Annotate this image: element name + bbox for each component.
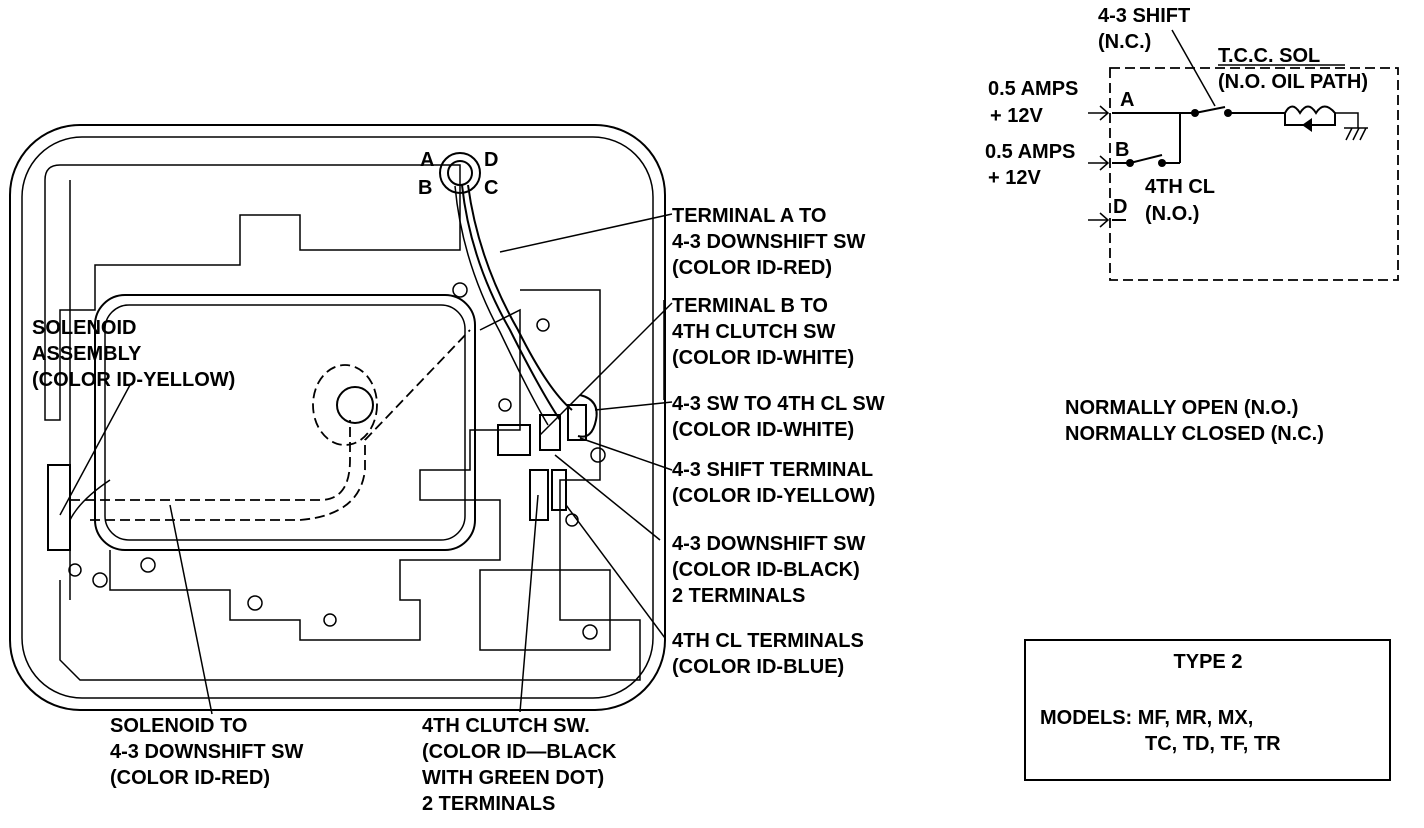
callout-shift-terminal: 4-3 SHIFT TERMINAL (COLOR ID-YELLOW) [672, 459, 875, 507]
svg-text:SOLENOID: SOLENOID [32, 317, 136, 339]
svg-text:(COLOR ID—BLACK: (COLOR ID—BLACK [422, 741, 617, 763]
svg-text:4-3 SW TO 4TH CL SW: 4-3 SW TO 4TH CL SW [672, 393, 885, 415]
svg-text:4-3 SHIFT: 4-3 SHIFT [1098, 5, 1190, 27]
svg-text:4TH CL: 4TH CL [1145, 176, 1215, 198]
svg-text:+ 12V: + 12V [988, 167, 1041, 189]
callout-solenoid-assembly: SOLENOID ASSEMBLY (COLOR ID-YELLOW) [32, 317, 235, 391]
callout-sw-to-sw: 4-3 SW TO 4TH CL SW (COLOR ID-WHITE) [672, 393, 885, 441]
models-line-2: TC, TD, TF, TR [1145, 733, 1281, 755]
svg-text:2 TERMINALS: 2 TERMINALS [422, 793, 555, 815]
svg-text:A: A [1120, 89, 1134, 111]
connector-letter-b: B [418, 177, 432, 199]
svg-text:D: D [1113, 196, 1127, 218]
svg-text:(N.C.): (N.C.) [1098, 31, 1151, 53]
svg-text:WITH GREEN DOT): WITH GREEN DOT) [422, 767, 604, 789]
callout-terminal-a: TERMINAL A TO 4-3 DOWNSHIFT SW (COLOR ID… [672, 205, 865, 279]
svg-text:4TH CL TERMINALS: 4TH CL TERMINALS [672, 630, 864, 652]
svg-text:(COLOR ID-BLUE): (COLOR ID-BLUE) [672, 656, 844, 678]
svg-text:B: B [1115, 139, 1129, 161]
models-line-1: MODELS: MF, MR, MX, [1040, 707, 1253, 729]
svg-text:SOLENOID TO: SOLENOID TO [110, 715, 247, 737]
svg-text:(COLOR ID-WHITE): (COLOR ID-WHITE) [672, 347, 854, 369]
legend-normally-closed: NORMALLY CLOSED (N.C.) [1065, 423, 1324, 445]
callout-terminal-b: TERMINAL B TO 4TH CLUTCH SW (COLOR ID-WH… [672, 295, 854, 369]
svg-text:ASSEMBLY: ASSEMBLY [32, 343, 142, 365]
type-title: TYPE 2 [1174, 651, 1243, 673]
callout-downshift-sw: 4-3 DOWNSHIFT SW (COLOR ID-BLACK) 2 TERM… [672, 533, 865, 607]
svg-text:4-3 DOWNSHIFT SW: 4-3 DOWNSHIFT SW [672, 231, 865, 253]
callout-clutch-sw: 4TH CLUTCH SW. (COLOR ID—BLACK WITH GREE… [422, 715, 617, 815]
connector-icon [439, 152, 481, 194]
connector-letter-d: D [484, 149, 498, 171]
svg-text:2 TERMINALS: 2 TERMINALS [672, 585, 805, 607]
svg-text:(COLOR ID-RED): (COLOR ID-RED) [672, 257, 832, 279]
transmission-pan-drawing [9, 124, 666, 711]
circuit-schematic: 4-3 SHIFT (N.C.) T.C.C. SOL (N.O. OIL PA… [985, 5, 1399, 281]
svg-text:(COLOR ID-WHITE): (COLOR ID-WHITE) [672, 419, 854, 441]
callout-cl-terminals: 4TH CL TERMINALS (COLOR ID-BLUE) [672, 630, 864, 678]
diode-icon [1302, 118, 1312, 132]
svg-text:4TH CLUTCH SW: 4TH CLUTCH SW [672, 321, 835, 343]
svg-text:0.5 AMPS: 0.5 AMPS [988, 78, 1078, 100]
svg-text:TERMINAL B TO: TERMINAL B TO [672, 295, 828, 317]
connector-letter-c: C [484, 177, 498, 199]
svg-text:4-3 DOWNSHIFT SW: 4-3 DOWNSHIFT SW [110, 741, 303, 763]
model-type-box: TYPE 2 MODELS: MF, MR, MX, TC, TD, TF, T… [1024, 639, 1391, 781]
svg-text:(COLOR ID-BLACK): (COLOR ID-BLACK) [672, 559, 860, 581]
svg-text:(N.O. OIL PATH): (N.O. OIL PATH) [1218, 71, 1368, 93]
solenoid-coil-icon [1284, 105, 1336, 126]
svg-text:(N.O.): (N.O.) [1145, 203, 1199, 225]
leader-lines [59, 213, 673, 715]
svg-text:(COLOR ID-YELLOW): (COLOR ID-YELLOW) [672, 485, 875, 507]
svg-text:4-3 SHIFT TERMINAL: 4-3 SHIFT TERMINAL [672, 459, 873, 481]
ground-icon [1335, 112, 1368, 141]
svg-text:(COLOR ID-RED): (COLOR ID-RED) [110, 767, 270, 789]
svg-text:T.C.C. SOL: T.C.C. SOL [1218, 45, 1320, 67]
legend-normally-open: NORMALLY OPEN (N.O.) [1065, 397, 1298, 419]
callout-solenoid-to: SOLENOID TO 4-3 DOWNSHIFT SW (COLOR ID-R… [110, 715, 303, 789]
svg-text:4-3 DOWNSHIFT SW: 4-3 DOWNSHIFT SW [672, 533, 865, 555]
svg-text:4TH CLUTCH SW.: 4TH CLUTCH SW. [422, 715, 590, 737]
connector-letter-a: A [420, 149, 434, 171]
svg-text:+ 12V: + 12V [990, 105, 1043, 127]
svg-text:(COLOR ID-YELLOW): (COLOR ID-YELLOW) [32, 369, 235, 391]
svg-text:TERMINAL A TO: TERMINAL A TO [672, 205, 826, 227]
svg-text:0.5 AMPS: 0.5 AMPS [985, 141, 1075, 163]
